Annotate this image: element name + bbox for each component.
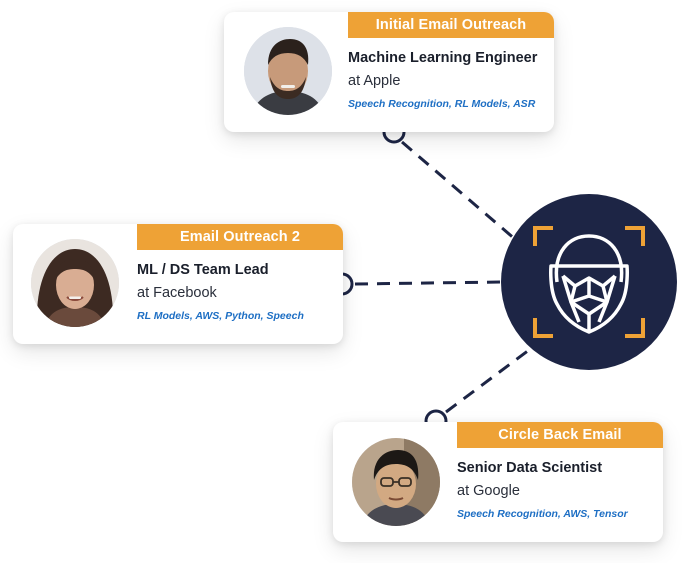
ai-hub: [501, 194, 677, 370]
outreach-stage-tag: Initial Email Outreach: [348, 12, 554, 38]
connector-line-top: [401, 140, 517, 242]
candidate-company: at Google: [457, 483, 520, 499]
candidate-skills: Speech Recognition, RL Models, ASR: [348, 98, 536, 110]
person-avatar-icon: [352, 438, 440, 526]
ai-face-scan-icon: [533, 226, 645, 338]
person-avatar-icon: [31, 239, 119, 327]
candidate-skills: Speech Recognition, AWS, Tensor: [457, 508, 628, 520]
connector-line-bottom: [445, 345, 534, 414]
scan-corner-top-left-icon: [533, 226, 553, 246]
candidate-skills: RL Models, AWS, Python, Speech: [137, 310, 304, 322]
candidate-card-google[interactable]: Circle Back Email Senior Data Scientist …: [333, 422, 663, 542]
candidate-company: at Apple: [348, 73, 401, 89]
scan-corner-bottom-right-icon: [625, 318, 645, 338]
outreach-stage-tag: Circle Back Email: [457, 422, 663, 448]
candidate-company: at Facebook: [137, 285, 217, 301]
candidate-card-facebook[interactable]: Email Outreach 2 ML / DS Team Lead at Fa…: [13, 224, 343, 344]
scan-corner-bottom-left-icon: [533, 318, 553, 338]
scan-corner-top-right-icon: [625, 226, 645, 246]
candidate-role: Machine Learning Engineer: [348, 50, 538, 66]
outreach-stage-tag: Email Outreach 2: [137, 224, 343, 250]
connector-line-middle: [354, 280, 502, 286]
candidate-card-apple[interactable]: Initial Email Outreach Machine Learning …: [224, 12, 554, 132]
candidate-role: Senior Data Scientist: [457, 460, 603, 476]
person-avatar-icon: [244, 27, 332, 115]
candidate-role: ML / DS Team Lead: [137, 262, 269, 278]
